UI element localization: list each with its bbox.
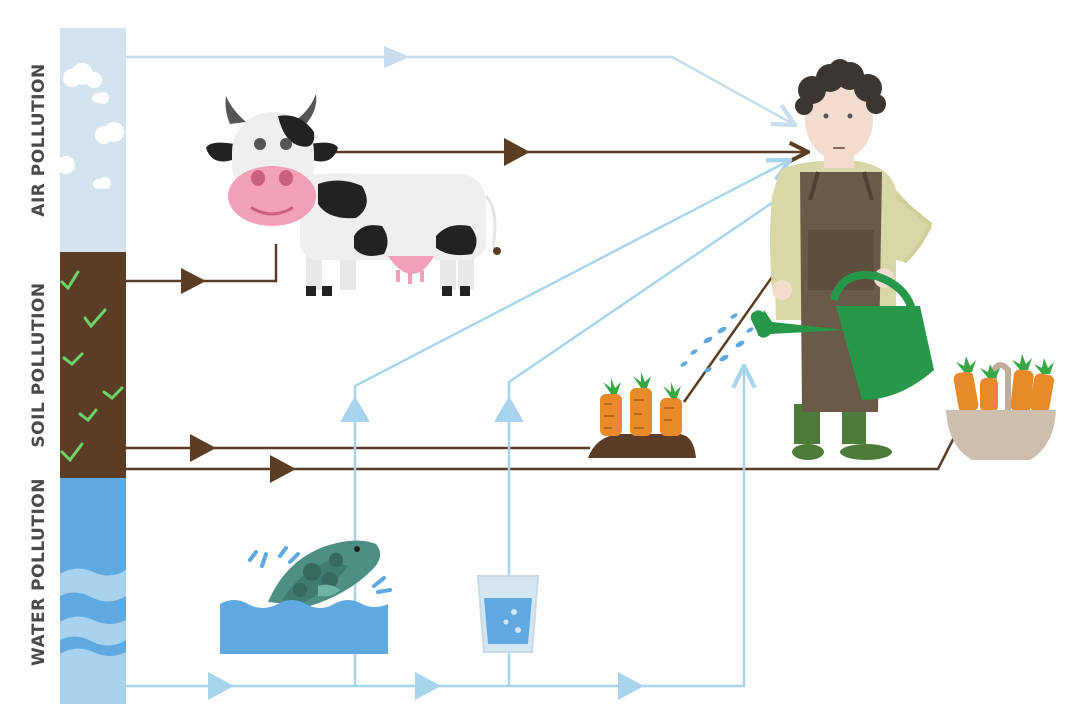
air-pollution-label: AIR POLLUTION — [29, 63, 49, 216]
soil-flows — [126, 138, 968, 483]
water-pollution-label: WATER POLLUTION — [29, 478, 49, 666]
air-flow — [126, 46, 795, 125]
water-glass-icon — [476, 575, 540, 653]
carrot-basket-icon — [946, 354, 1056, 460]
fish-icon — [220, 540, 392, 654]
carrot-patch-icon — [588, 372, 696, 458]
water-spray-icon — [680, 313, 754, 373]
cloud-icon — [56, 63, 124, 189]
soil-pollution-label: SOIL POLLUTION — [29, 282, 49, 447]
watering-can-icon — [750, 271, 934, 400]
farmer-icon — [770, 59, 933, 460]
wave-icon — [60, 478, 126, 656]
grass-icon — [60, 270, 124, 463]
cow-icon — [206, 94, 501, 296]
pollution-column: AIR POLLUTION SOIL POLLUTION WATER POLLU… — [29, 28, 126, 704]
